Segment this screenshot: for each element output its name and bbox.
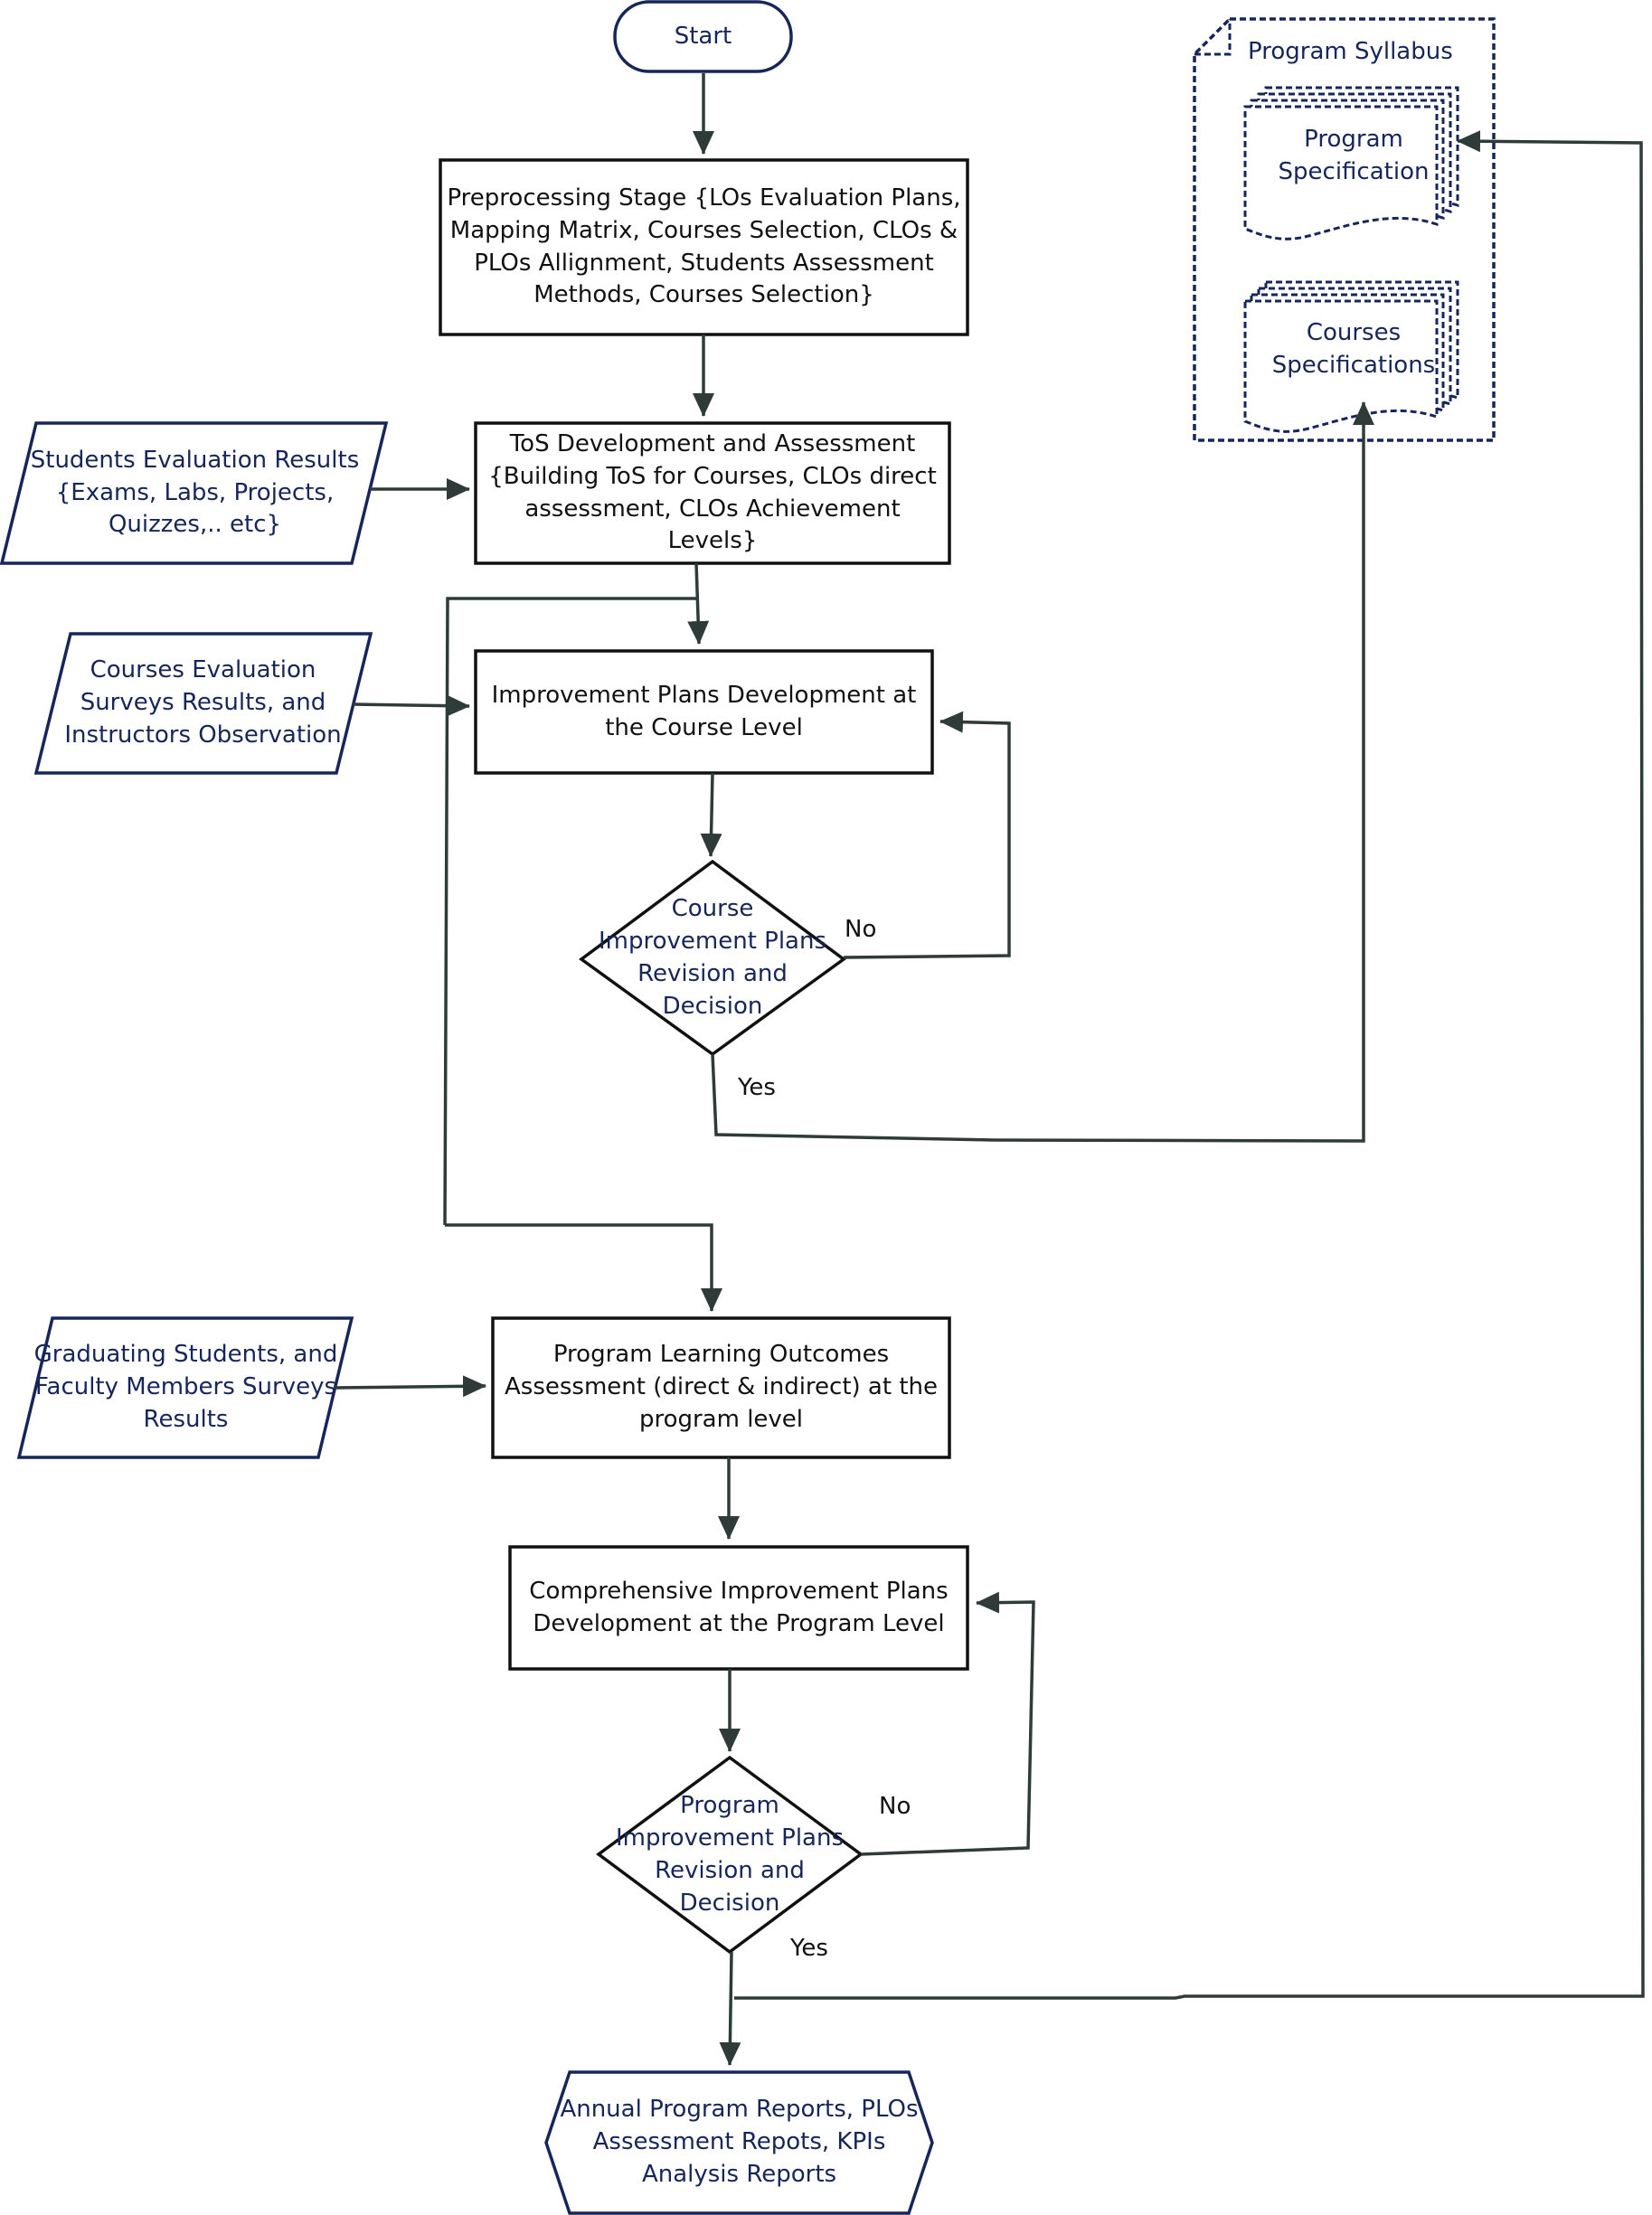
arrow-bypass-to-plo — [445, 1223, 722, 1312]
course-decision-text: Course Improvement Plans Revision and De… — [598, 895, 827, 1020]
syllabus-title: Program Syllabus — [1248, 38, 1453, 65]
tos-text: ToS Development and Assessment {Building… — [488, 429, 937, 555]
program-decision-no-label: No — [879, 1793, 911, 1820]
program-spec-text: Program Specification — [1278, 126, 1430, 185]
program-spec-doc — [1243, 86, 1459, 240]
start-terminal — [613, 0, 793, 73]
program-decision-yes-label: Yes — [790, 1935, 828, 1962]
arrow-graduating-to-plo — [334, 1375, 486, 1398]
preprocessing-text: Preprocessing Stage {LOs Evaluation Plan… — [447, 184, 961, 309]
courses-spec-text: Courses Specifications — [1271, 319, 1436, 379]
tos-box — [474, 421, 951, 565]
students-eval-input — [0, 421, 389, 565]
arrow-program-decision-to-reports — [719, 1951, 741, 2066]
plo-assessment-box — [491, 1316, 951, 1459]
program-decision-text: Program Improvement Plans Revision and D… — [615, 1792, 845, 1917]
arrow-yes-to-program-spec — [734, 130, 1645, 2000]
course-decision-no-label: No — [845, 916, 877, 943]
arrow-tos-to-course-improvement — [687, 562, 710, 645]
course-improvement-box — [474, 649, 934, 775]
preprocessing-box — [439, 158, 969, 336]
arrow-improvement-to-decision — [700, 772, 722, 857]
courses-spec-doc — [1243, 280, 1459, 433]
bypass-line-left — [443, 597, 696, 1226]
program-improvement-text: Comprehensive Improvement Plans Developm… — [529, 1577, 949, 1637]
arrow-decision-yes-to-courses-spec — [711, 401, 1374, 1143]
syllabus-fold — [1194, 19, 1232, 56]
reports-text: Annual Program Reports, PLOs Assessment … — [560, 2096, 919, 2188]
course-decision-yes-label: Yes — [738, 1074, 776, 1101]
arrow-program-decision-no-loop — [860, 1591, 1035, 1856]
course-improvement-text: Improvement Plans Development at the Cou… — [491, 681, 917, 741]
program-decision-diamond — [596, 1755, 864, 1955]
start-label: Start — [674, 22, 732, 50]
courses-eval-input — [33, 632, 373, 775]
courses-eval-text: Courses Evaluation Surveys Results, and … — [64, 656, 342, 749]
arrow-decision-no-loop — [843, 711, 1011, 959]
arrow-courses-eval-to-improvement — [352, 694, 470, 717]
graduating-text: Graduating Students, and Faculty Members… — [33, 1341, 338, 1433]
program-improvement-box — [508, 1545, 969, 1671]
students-eval-text: Students Evaluation Results {Exams, Labs… — [30, 446, 360, 539]
plo-assessment-text: Program Learning Outcomes Assessment (di… — [504, 1341, 938, 1433]
graduating-input — [16, 1316, 354, 1459]
reports-hexagon — [544, 2070, 934, 2215]
syllabus-container — [1193, 17, 1496, 442]
